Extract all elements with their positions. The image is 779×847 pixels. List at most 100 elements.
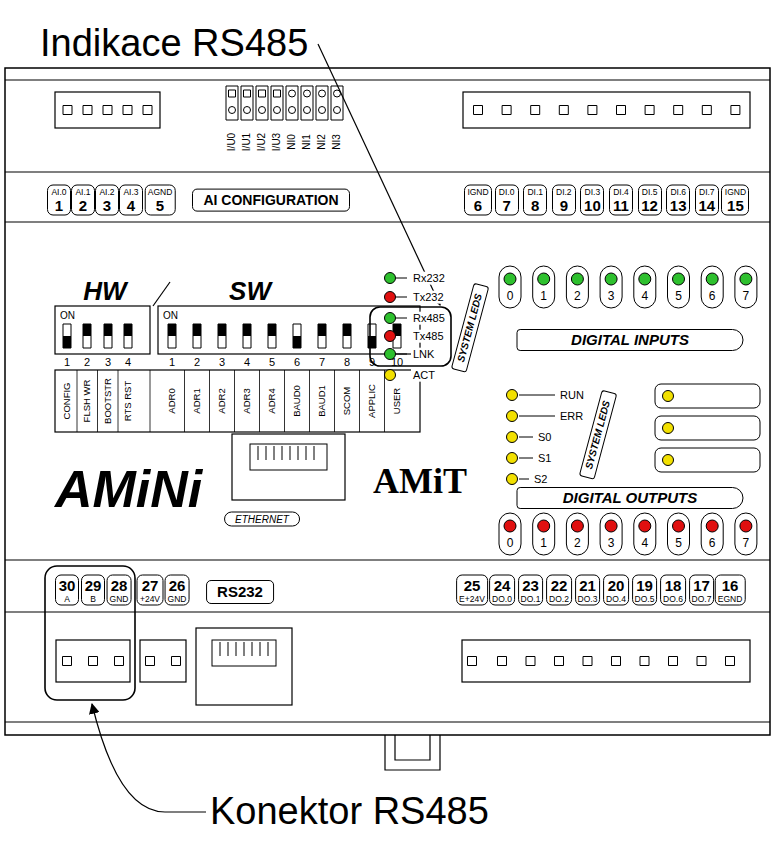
led-red (504, 520, 516, 532)
terminal-label: DI.512 (638, 185, 662, 216)
led-housing (533, 266, 555, 308)
terminal-number: 6 (467, 197, 489, 214)
led-red (605, 520, 617, 532)
terminal-number: 24 (492, 577, 512, 594)
switch-number: 4 (125, 356, 131, 369)
slanted-band: SYSTEM LEDS (579, 390, 617, 480)
jumper-label: I/U1 (241, 133, 253, 151)
led-label: ERR (558, 410, 585, 423)
jumper-pin (229, 90, 281, 97)
jumper-label: NI2 (316, 134, 328, 150)
switch-function: USER (392, 388, 403, 414)
terminal-label: DI.411 (609, 185, 633, 216)
terminal-number: 21 (578, 577, 598, 594)
led-number: 2 (574, 290, 581, 304)
led-green (639, 273, 651, 285)
led-red (706, 520, 718, 532)
user-led-box (655, 384, 760, 408)
terminal-number: 22 (549, 577, 569, 594)
terminal-number: 15 (724, 197, 746, 214)
terminal-name: DO.4 (606, 594, 626, 604)
jumper-label: NI3 (331, 134, 343, 150)
switch-function: BOOTSTR (103, 378, 114, 424)
terminal-number: 20 (606, 577, 626, 594)
jumper-label: NI0 (286, 134, 298, 150)
led-number: 4 (641, 290, 648, 304)
box-text: SYSTEM LEDS (455, 292, 485, 363)
led-yellow (663, 391, 674, 402)
terminal-name: DO.0 (492, 594, 512, 604)
terminal-name: DI.4 (612, 187, 630, 197)
product-name: AMiNi (55, 460, 202, 520)
terminal-number: 14 (698, 197, 716, 214)
jumper-label: I/U3 (271, 133, 283, 151)
terminal-number: 27 (140, 577, 161, 594)
led-green (706, 273, 718, 285)
housing-divider (5, 80, 770, 722)
terminal-label: 19DO.5 (632, 575, 658, 606)
jumper-pin (319, 90, 326, 97)
led-housing (600, 266, 622, 308)
led-housing (634, 513, 656, 555)
switch-function: ADR1 (192, 388, 203, 413)
terminal-name: AGND (148, 187, 173, 197)
leader-line (92, 704, 206, 812)
led-label: S0 (536, 431, 553, 444)
led-yellow (663, 455, 674, 466)
connector-pin (63, 657, 124, 666)
led-housing (701, 513, 723, 555)
led-green (605, 273, 617, 285)
status-leds (507, 390, 518, 485)
terminal-label: 20DO.4 (603, 575, 629, 606)
led-number: 0 (507, 290, 514, 304)
terminal-connector (462, 640, 750, 682)
led-number: 6 (709, 537, 716, 551)
callout-frame (370, 307, 451, 366)
switch-slot (63, 324, 401, 348)
section-band: DIGITAL INPUTS (517, 329, 744, 351)
terminal-label: 25E+24V (456, 575, 488, 606)
rs232-jack (196, 628, 292, 705)
terminal-label: 16EGND (715, 575, 746, 606)
terminal-number: 29 (84, 577, 102, 594)
led-number: 5 (675, 290, 682, 304)
led-housing (634, 266, 656, 308)
switch-function: RTS RST (123, 381, 134, 421)
led-green (740, 273, 752, 285)
connector-pin (468, 657, 735, 666)
section-band: DIGITAL OUTPUTS (517, 487, 744, 509)
switch-function: FLSH WR (82, 380, 93, 423)
terminal-name: DO.3 (578, 594, 598, 604)
terminal-label: 18DO.6 (660, 575, 686, 606)
led-housing (668, 513, 690, 555)
led-housing (499, 266, 521, 308)
switch-on-mark: ON (163, 310, 178, 322)
terminal-label: AI.34 (119, 185, 143, 216)
switch-legend-box (55, 370, 420, 432)
led-number: 1 (540, 537, 547, 551)
switch-function: SCOM (342, 387, 353, 416)
jumper-pin (244, 107, 251, 114)
jumper-pin (304, 107, 311, 114)
led-green (538, 273, 550, 285)
user-led-box (655, 416, 760, 440)
legend-separator (77, 370, 385, 432)
led-number: 1 (540, 290, 547, 304)
output-leds (504, 520, 752, 532)
jumper-pins (229, 90, 341, 114)
terminal-number: 28 (110, 577, 129, 594)
jumper-pin (319, 107, 326, 114)
terminal-number: 3 (98, 197, 116, 214)
terminal-name: DO.6 (663, 594, 683, 604)
brand-logo: AMiT (373, 461, 467, 502)
connector-pin (474, 106, 740, 115)
label-box: AI CONFIGURATION (192, 189, 350, 212)
terminal-label: AI.23 (95, 185, 119, 216)
terminal-name: DI.0 (498, 187, 516, 197)
switch-number: 1 (169, 356, 175, 369)
jumper-label: I/U0 (226, 133, 238, 151)
led-green (504, 273, 516, 285)
terminal-number: 5 (148, 197, 173, 214)
terminal-number: 19 (635, 577, 655, 594)
